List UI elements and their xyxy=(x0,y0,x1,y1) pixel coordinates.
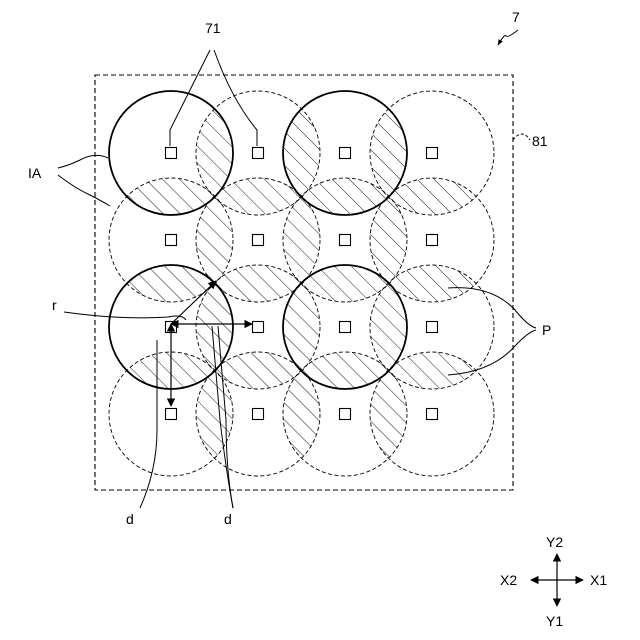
overlap-region-h xyxy=(370,196,407,284)
pixel-square xyxy=(427,148,438,159)
pixel-square xyxy=(166,235,177,246)
overlap-region-v xyxy=(388,178,476,215)
frame-ref-leader xyxy=(513,134,530,140)
direction-indicator xyxy=(531,554,583,606)
overlap-region-v xyxy=(214,265,302,302)
overlap-region-v xyxy=(301,352,389,389)
pixel-square xyxy=(253,148,264,159)
pitch-label-right: d xyxy=(224,511,232,527)
pixel-square xyxy=(340,322,351,333)
overlap-label: P xyxy=(542,322,551,338)
pixel-square xyxy=(340,409,351,420)
radius-leader xyxy=(64,312,186,320)
pitch-label-left: d xyxy=(126,511,134,527)
overlap-region-h xyxy=(283,370,320,458)
overlap-region-h xyxy=(196,370,233,458)
overlap-region-v xyxy=(127,265,215,302)
overlap-region-v xyxy=(388,352,476,389)
radius-label: r xyxy=(52,297,57,313)
overlap-region-h xyxy=(370,283,407,371)
pixel-square xyxy=(166,148,177,159)
overlap-region-v xyxy=(214,352,302,389)
figure-number-arrow xyxy=(498,30,518,45)
overlap-region-v xyxy=(127,178,215,215)
figure-number: 7 xyxy=(512,9,520,25)
overlap-region-h xyxy=(370,370,407,458)
imaging-area-label: IA xyxy=(28,165,42,181)
overlap-region-v xyxy=(388,265,476,302)
overlap-region-h xyxy=(283,196,320,284)
axis-down-label: Y1 xyxy=(546,613,563,629)
axis-left-label: X2 xyxy=(500,572,517,588)
overlap-region-h xyxy=(196,109,233,197)
pixel-square xyxy=(340,235,351,246)
pixel-square xyxy=(427,409,438,420)
frame-ref-label: 81 xyxy=(532,133,548,149)
overlap-region-h xyxy=(283,109,320,197)
overlap-region-h xyxy=(283,283,320,371)
pixel-square xyxy=(427,235,438,246)
overlap-region-h xyxy=(196,196,233,284)
pixel-square xyxy=(166,409,177,420)
pixel-square xyxy=(253,322,264,333)
pixel-square xyxy=(340,148,351,159)
axis-up-label: Y2 xyxy=(546,534,563,550)
overlap-region-h xyxy=(370,109,407,197)
pixel-square xyxy=(253,409,264,420)
axis-right-label: X1 xyxy=(590,572,607,588)
pixel-ref-label: 71 xyxy=(205,20,221,36)
overlap-region-v xyxy=(214,178,302,215)
overlap-region-v xyxy=(301,265,389,302)
imaging-area-leaders xyxy=(58,155,110,206)
pixel-square xyxy=(253,235,264,246)
overlap-region-v xyxy=(301,178,389,215)
pixel-square xyxy=(427,322,438,333)
